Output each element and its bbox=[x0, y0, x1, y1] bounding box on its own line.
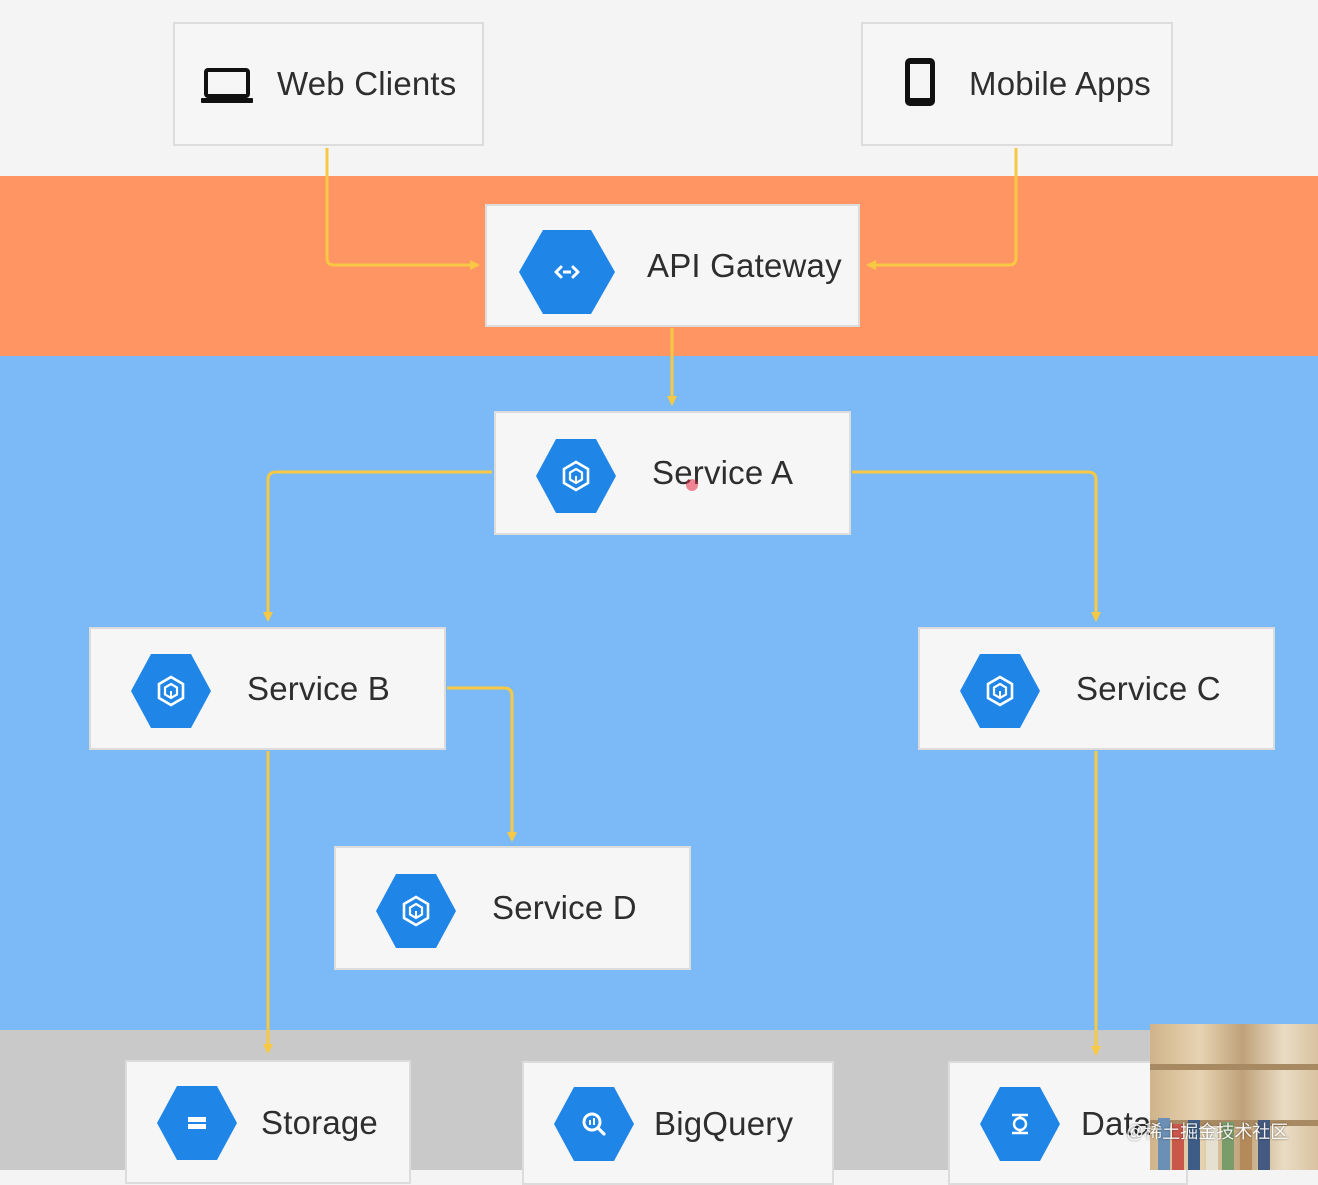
mobile-apps-node[interactable]: Mobile Apps bbox=[861, 22, 1173, 146]
laptop-icon bbox=[201, 68, 253, 104]
webcam-overlay bbox=[1150, 1024, 1318, 1170]
web-clients-label: Web Clients bbox=[277, 65, 457, 102]
datastore-icon bbox=[980, 1087, 1060, 1161]
kubernetes-engine-icon bbox=[376, 874, 456, 948]
service-b-label: Service B bbox=[247, 669, 391, 707]
cloud-storage-icon bbox=[157, 1086, 237, 1160]
watermark: @稀土掘金技术社区 bbox=[1126, 1122, 1289, 1142]
cursor-highlight bbox=[686, 479, 698, 491]
datastore-node[interactable]: Data bbox=[948, 1061, 1188, 1185]
mobile-apps-label: Mobile Apps bbox=[969, 65, 1151, 102]
bigquery-icon bbox=[554, 1087, 634, 1161]
smartphone-icon bbox=[903, 56, 937, 108]
bigquery-label: BigQuery bbox=[654, 1105, 794, 1142]
service-a-label: Service A bbox=[652, 454, 794, 491]
api-gateway-node[interactable]: API Gateway bbox=[485, 204, 860, 327]
service-d-label: Service D bbox=[492, 889, 637, 926]
kubernetes-engine-icon bbox=[960, 654, 1040, 728]
api-gateway-icon bbox=[519, 230, 615, 314]
storage-label: Storage bbox=[261, 1104, 378, 1141]
api-gateway-label: API Gateway bbox=[647, 246, 842, 284]
kubernetes-engine-icon bbox=[536, 439, 616, 513]
datastore-label: Data bbox=[1081, 1105, 1152, 1142]
service-c-label: Service C bbox=[1076, 669, 1221, 707]
service-a-node[interactable]: Service A bbox=[494, 411, 851, 535]
service-b-node[interactable]: Service B bbox=[89, 627, 446, 750]
bigquery-node[interactable]: BigQuery bbox=[522, 1061, 834, 1185]
kubernetes-engine-icon bbox=[131, 654, 211, 728]
service-c-node[interactable]: Service C bbox=[918, 627, 1275, 750]
service-d-node[interactable]: Service D bbox=[334, 846, 691, 970]
web-clients-node[interactable]: Web Clients bbox=[173, 22, 484, 146]
storage-node[interactable]: Storage bbox=[125, 1060, 411, 1184]
